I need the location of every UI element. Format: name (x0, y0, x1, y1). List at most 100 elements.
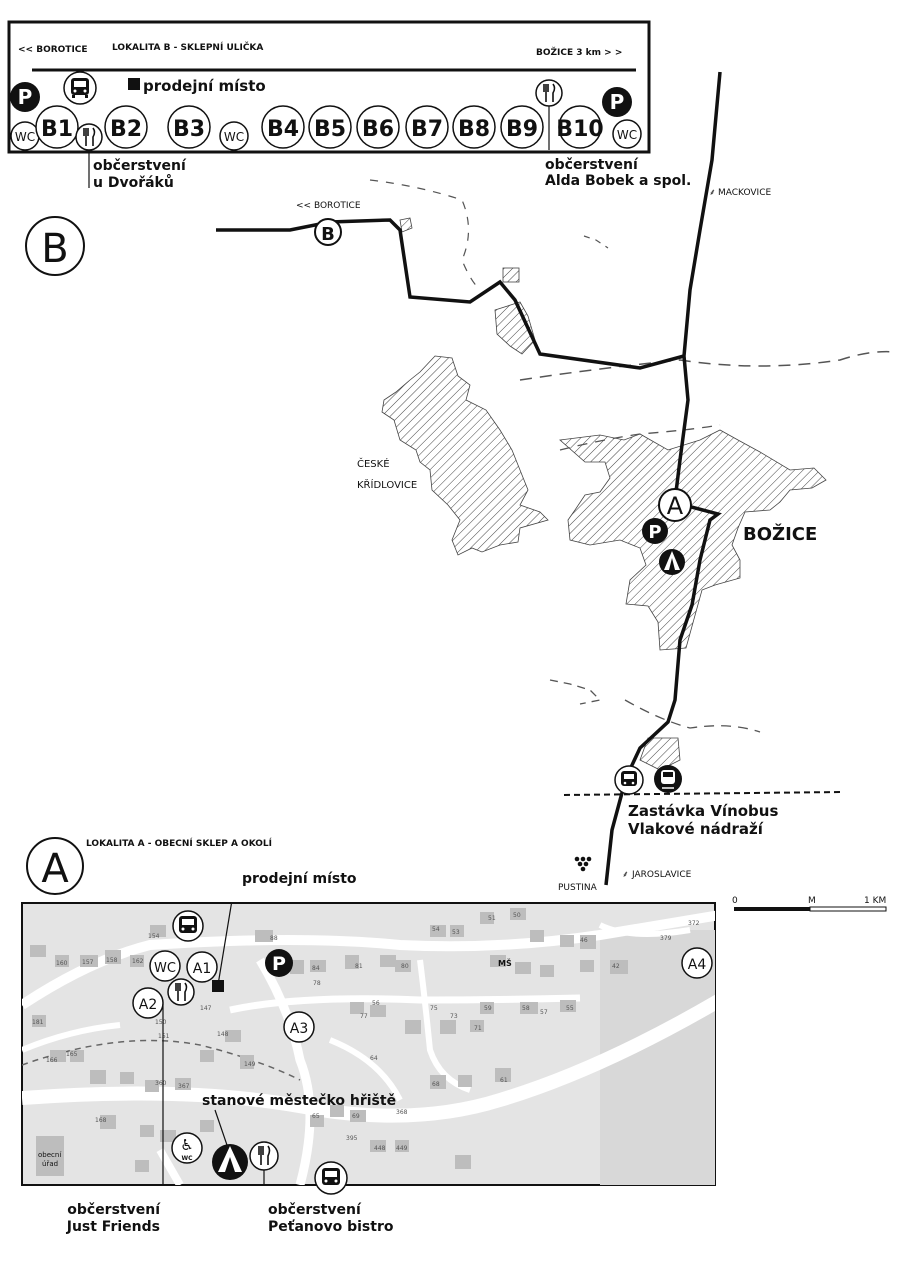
svg-text:65: 65 (312, 1113, 320, 1120)
svg-text:160: 160 (56, 960, 68, 967)
cellar-b3[interactable]: B3 (167, 105, 211, 149)
svg-text:149: 149 (244, 1061, 256, 1068)
bus-stop-icon[interactable] (172, 910, 204, 942)
cellar-b9[interactable]: B9 (500, 105, 544, 149)
borotice-label: << BOROTICE (296, 201, 361, 211)
svg-text:151: 151 (158, 1033, 170, 1040)
train-icon[interactable] (654, 765, 682, 793)
svg-text:78: 78 (313, 980, 321, 987)
parking-icon[interactable]: P (265, 949, 293, 977)
svg-text:B3: B3 (173, 117, 205, 142)
svg-text:A: A (41, 846, 69, 892)
locality-a-big-marker[interactable]: A (26, 837, 84, 895)
svg-text:B5: B5 (314, 117, 346, 142)
locality-a2-marker[interactable]: A2 (132, 987, 164, 1019)
parking-icon[interactable]: P (602, 87, 632, 117)
grapes-icon (574, 856, 592, 872)
b-refresh-right-label-2: Alda Bobek a spol. (545, 173, 691, 189)
svg-text:P: P (610, 90, 625, 114)
a-refresh-right-label-1: občerstvení (268, 1202, 362, 1218)
parking-icon[interactable]: P (642, 518, 668, 544)
svg-text:50: 50 (513, 912, 521, 919)
jaroslavice-label: JAROSLAVICE (631, 870, 692, 880)
ceske-kridlovice-label-1: ČESKÉ (357, 457, 390, 470)
overview-map: B B << BOROTICE MACKOVICE ⸙ ČESKÉ KŘÍDLO… (25, 71, 896, 912)
svg-text:360: 360 (155, 1080, 167, 1087)
locality-a-marker[interactable]: A (658, 488, 692, 522)
wc-icon[interactable]: WC (10, 121, 40, 151)
locality-b-panel: << BOROTICE LOKALITA B - SKLEPNÍ ULIČKA … (7, 20, 651, 188)
cellar-b8[interactable]: B8 (452, 105, 496, 149)
svg-text:53: 53 (452, 929, 460, 936)
restaurant-icon[interactable] (535, 79, 563, 107)
svg-text:P: P (272, 953, 286, 975)
svg-text:379: 379 (660, 935, 672, 942)
svg-text:181: 181 (32, 1019, 44, 1026)
restaurant-icon[interactable] (75, 123, 103, 151)
tent-icon[interactable] (212, 1144, 248, 1180)
road-borotice (216, 218, 685, 370)
office-label-1: obecní (38, 1151, 62, 1159)
svg-text:367: 367 (178, 1083, 190, 1090)
b-header-right: BOŽICE 3 km > > (536, 46, 622, 58)
accessible-wc-icon[interactable]: ♿ WC (171, 1132, 203, 1164)
svg-text:84: 84 (312, 965, 320, 972)
wc-icon[interactable]: WC (149, 950, 181, 982)
wine-icon: ⸙ (622, 870, 629, 880)
locality-a-map: 154 157 158 160 162 88 84 81 80 78 51 50… (21, 902, 716, 1195)
cellar-b7[interactable]: B7 (405, 105, 449, 149)
svg-text:57: 57 (540, 1009, 548, 1016)
svg-text:46: 46 (580, 937, 588, 944)
parking-icon[interactable]: P (10, 82, 40, 112)
svg-text:P: P (18, 85, 33, 109)
locality-a4-marker[interactable]: A4 (681, 947, 713, 979)
sales-point-square (128, 78, 140, 90)
cellar-b10[interactable]: B10 (556, 105, 604, 149)
svg-text:168: 168 (95, 1117, 107, 1124)
cellar-b2[interactable]: B2 (104, 105, 148, 149)
locality-a3-marker[interactable]: A3 (283, 1011, 315, 1043)
svg-text:55: 55 (566, 1005, 574, 1012)
svg-text:162: 162 (132, 958, 144, 965)
svg-text:69: 69 (352, 1113, 360, 1120)
svg-text:77: 77 (360, 1013, 368, 1020)
restaurant-icon[interactable] (167, 978, 195, 1006)
road-main (604, 71, 722, 886)
svg-text:150: 150 (155, 1019, 167, 1026)
cellar-b5[interactable]: B5 (308, 105, 352, 149)
svg-text:88: 88 (270, 935, 278, 942)
wc-icon[interactable]: WC (219, 121, 249, 151)
bus-icon[interactable] (63, 71, 97, 105)
svg-text:148: 148 (217, 1031, 229, 1038)
ceske-kridlovice-label-2: KŘÍDLOVICE (357, 478, 417, 491)
locality-a1-marker[interactable]: A1 (186, 951, 218, 983)
svg-text:59: 59 (484, 1005, 492, 1012)
tent-icon[interactable] (659, 549, 685, 575)
svg-text:147: 147 (200, 1005, 212, 1012)
ms-label: MŠ (498, 957, 512, 968)
svg-text:166: 166 (46, 1057, 58, 1064)
cellar-b1[interactable]: B1 (35, 105, 79, 149)
svg-text:73: 73 (450, 1013, 458, 1020)
cellar-b6[interactable]: B6 (356, 105, 400, 149)
locality-b-marker[interactable]: B (314, 218, 342, 246)
svg-text:448: 448 (374, 1145, 386, 1152)
svg-text:A2: A2 (139, 997, 157, 1013)
bus-stop-icon[interactable] (314, 1161, 348, 1195)
a-title: LOKALITA A - OBECNÍ SKLEP A OKOLÍ (86, 837, 273, 849)
svg-text:0: 0 (732, 896, 738, 906)
svg-text:61: 61 (500, 1077, 508, 1084)
wc-icon[interactable]: WC (612, 119, 642, 149)
bus-stop-icon[interactable] (614, 765, 644, 795)
svg-text:B1: B1 (41, 117, 73, 142)
svg-text:64: 64 (370, 1055, 378, 1062)
restaurant-icon[interactable] (249, 1141, 279, 1171)
svg-text:1 KM: 1 KM (864, 896, 886, 906)
svg-text:56: 56 (372, 1000, 380, 1007)
svg-text:71: 71 (474, 1025, 482, 1032)
cellar-b4[interactable]: B4 (261, 105, 305, 149)
locality-b-marker-big[interactable]: B (25, 216, 85, 276)
svg-text:B9: B9 (506, 117, 538, 142)
svg-text:A1: A1 (193, 961, 211, 977)
